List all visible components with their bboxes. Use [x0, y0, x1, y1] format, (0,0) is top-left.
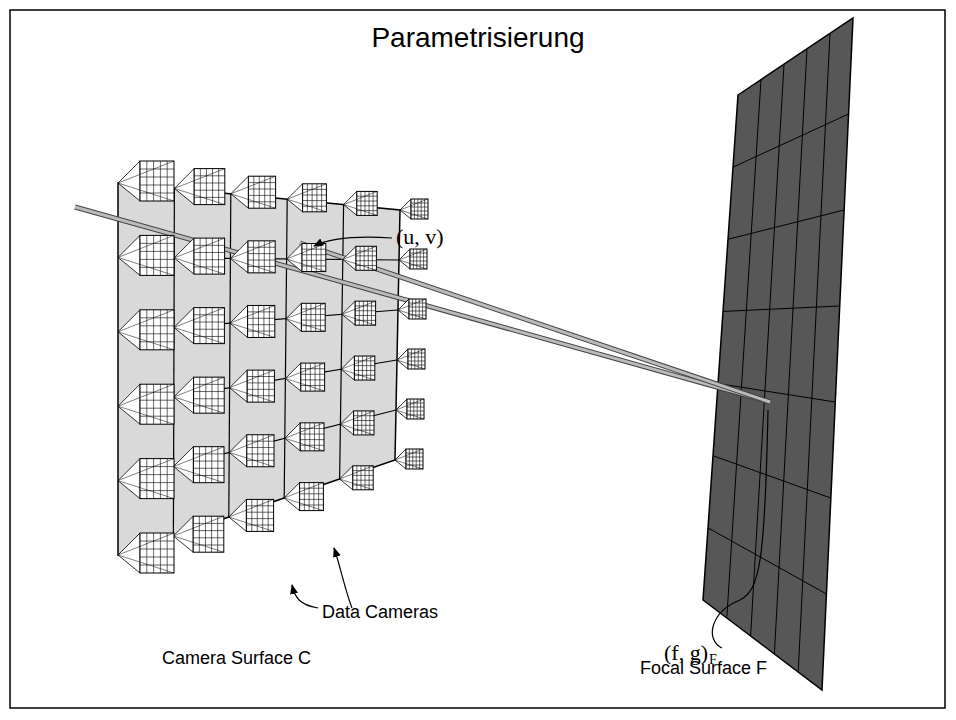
data-camera: [230, 305, 275, 337]
data-camera: [118, 459, 174, 499]
ray: [75, 207, 770, 402]
data-camera: [400, 199, 428, 219]
grid-line: [751, 64, 784, 636]
grid-line: [708, 528, 826, 594]
grid-line: [284, 199, 287, 498]
leader-lines: [292, 237, 768, 654]
data-camera: [229, 435, 274, 467]
data-camera: [174, 447, 224, 483]
grid-line: [723, 306, 840, 311]
data-camera: [285, 363, 324, 391]
ray: [75, 207, 770, 402]
data-camera: [173, 516, 223, 552]
grid-line: [229, 194, 231, 517]
data-camera: [396, 399, 424, 419]
grid-line: [733, 114, 849, 167]
data-camera: [341, 356, 375, 380]
data-camera: [118, 384, 174, 424]
slide-border: [10, 10, 945, 708]
data-camera: [399, 249, 427, 269]
data-camera: [230, 241, 275, 273]
data-camera: [343, 246, 377, 270]
data-camera: [395, 449, 423, 469]
data-camera: [397, 349, 425, 369]
grid-line: [728, 210, 844, 239]
surface-label: Camera Surface C: [162, 648, 311, 669]
grid-line: [340, 205, 344, 479]
coordinate-label: (u, v): [396, 224, 444, 249]
data-camera: [287, 244, 326, 272]
grid-line: [798, 33, 830, 672]
data-camera: [398, 299, 426, 319]
data-camera: [174, 308, 224, 344]
data-camera: [340, 411, 374, 435]
data-camera: [344, 191, 378, 215]
data-camera: [286, 303, 325, 331]
data-camera: [229, 499, 274, 531]
data-camera: [118, 161, 174, 201]
data-camera: [342, 301, 376, 325]
data-camera: [118, 310, 174, 350]
surface-label: Focal Surface F: [640, 658, 767, 679]
focal-surface: [703, 18, 853, 690]
grid-line: [713, 456, 831, 498]
data-camera: [174, 238, 224, 274]
data-cameras: [118, 161, 428, 573]
data-camera: [284, 483, 323, 511]
callout-label: Data Cameras: [322, 602, 438, 623]
data-camera: [174, 377, 224, 413]
data-camera: [231, 176, 276, 208]
data-camera: [118, 235, 174, 275]
data-camera: [287, 184, 326, 212]
camera-surface: [118, 183, 400, 555]
grid-line: [774, 49, 807, 654]
data-camera: [174, 169, 224, 205]
data-camera: [118, 533, 174, 573]
data-camera: [230, 370, 275, 402]
data-camera: [285, 423, 324, 451]
ray: [300, 243, 770, 402]
data-camera: [340, 466, 374, 490]
slide-title: Parametrisierung: [371, 22, 584, 54]
ray-outline: [300, 243, 770, 402]
ray-outline: [75, 207, 770, 402]
